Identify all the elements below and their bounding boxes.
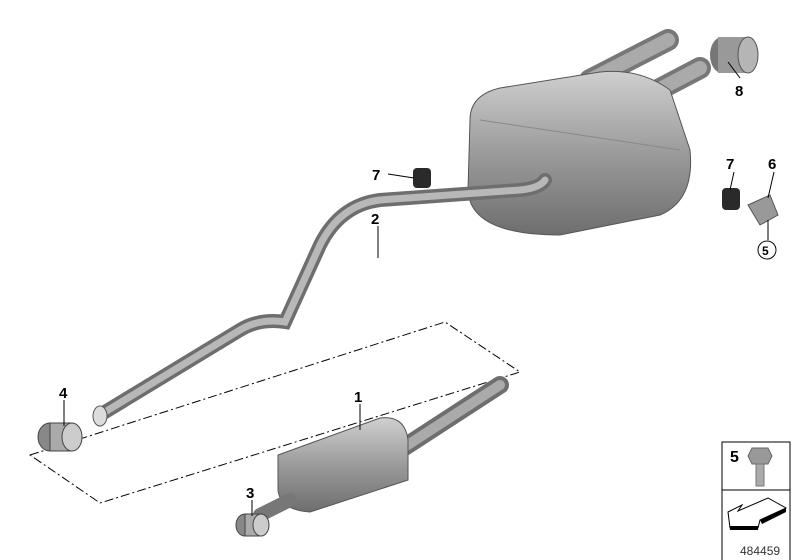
- callout-3[interactable]: 3: [246, 485, 254, 502]
- bracket-part-6[interactable]: [747, 194, 779, 226]
- callout-7-right[interactable]: 7: [726, 156, 734, 173]
- clamp-part-3[interactable]: [235, 513, 270, 537]
- arrow-symbol-icon: [727, 497, 788, 530]
- center-pipe-part-2[interactable]: [93, 173, 552, 422]
- callout-5[interactable]: 5: [762, 244, 769, 258]
- image-number: 484459: [740, 544, 780, 558]
- callout-1[interactable]: 1: [354, 389, 362, 406]
- bolt-icon: [747, 447, 773, 487]
- legend-box: 5: [721, 441, 791, 560]
- rear-silencer[interactable]: [467, 70, 692, 236]
- front-silencer-part-1[interactable]: [253, 376, 509, 522]
- exhaust-tip-part-8[interactable]: [710, 36, 759, 74]
- legend-part-number: 5: [730, 449, 739, 466]
- assembly-boundary: [28, 321, 522, 504]
- callout-8[interactable]: 8: [735, 83, 743, 100]
- callout-4[interactable]: 4: [59, 385, 68, 402]
- callout-5-circle: [757, 240, 777, 260]
- clamp-part-4[interactable]: [37, 422, 83, 452]
- callout-7-left[interactable]: 7: [372, 167, 380, 184]
- callout-6[interactable]: 6: [768, 156, 776, 173]
- callout-2[interactable]: 2: [371, 211, 379, 228]
- rubber-mount-part-7-right[interactable]: [722, 188, 740, 210]
- rubber-mount-part-7-left[interactable]: [413, 168, 431, 188]
